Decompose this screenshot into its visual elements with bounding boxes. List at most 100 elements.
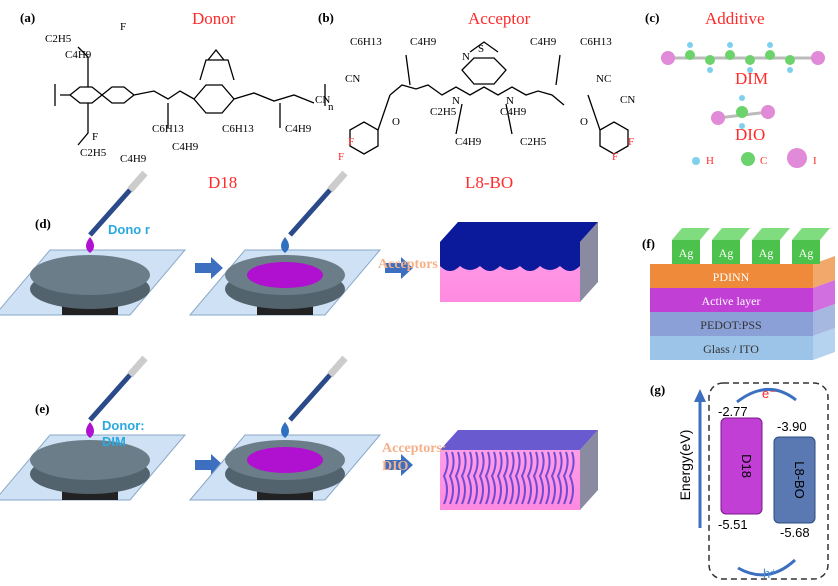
block-top: [440, 430, 598, 450]
group-label: CN: [345, 73, 360, 85]
group-label: C2H5: [430, 106, 457, 118]
pipette-icon: [288, 373, 332, 422]
donor-drop-label: Dono r: [108, 222, 150, 237]
block-side: [580, 222, 598, 302]
ag-electrode: [792, 240, 820, 264]
block-side: [580, 430, 598, 510]
panel-c-tag: (c): [645, 10, 659, 25]
ag-label: Ag: [799, 246, 814, 260]
process-arrow-icon: [195, 257, 223, 279]
l8bo-homo: -5.68: [780, 525, 810, 540]
interpenetrating-network: [508, 451, 515, 505]
pipette-handle: [327, 170, 348, 193]
ag-electrode-top: [712, 228, 750, 240]
group-label: O: [392, 116, 400, 128]
group-label: F: [92, 131, 98, 143]
panel-c: (c) Additive DIM DIO H C I: [645, 9, 825, 168]
layer-label: PDINN: [713, 270, 750, 284]
ag-label: Ag: [719, 246, 734, 260]
layer-side: [813, 304, 835, 336]
acceptor-title: Acceptor: [468, 9, 531, 28]
energy-axis-arrowhead: [694, 389, 706, 402]
group-label: C2H5: [45, 33, 72, 45]
pipette-icon: [88, 373, 132, 422]
layer-label: Glass / ITO: [703, 342, 759, 356]
ag-electrode-top: [672, 228, 710, 240]
donor-phase: [440, 242, 580, 271]
substrate-setup: [188, 170, 382, 316]
layer-side: [813, 328, 835, 360]
substrate-setup: [0, 355, 187, 501]
hole-label: h⁺: [763, 566, 777, 581]
group-label: O: [580, 116, 588, 128]
group-label: F: [612, 151, 618, 163]
interpenetrating-network: [442, 451, 449, 505]
interpenetrating-network: [484, 451, 491, 505]
ag-electrode-top: [752, 228, 790, 240]
group-label: NC: [596, 73, 611, 85]
d18-bar-label: D18: [739, 454, 754, 478]
panel-g: (g) Energy(eV) e⁻ h⁺ D18 -2.77 -5.51 L8-…: [650, 382, 829, 581]
interpenetrating-network: [454, 451, 461, 505]
pipette-handle: [327, 355, 348, 378]
group-label: F: [338, 151, 344, 163]
group-label: C6H13: [350, 36, 382, 48]
atom-legend: H C I: [692, 148, 817, 168]
group-label: N: [506, 95, 514, 107]
iodine-swatch: [787, 148, 807, 168]
block-top: [440, 222, 598, 242]
l8bo-structure: [349, 41, 629, 155]
interpenetrating-network: [520, 451, 527, 505]
group-label: S: [478, 43, 484, 55]
pipette-icon: [288, 188, 332, 237]
hydrogen-swatch: [692, 157, 700, 165]
layer-side: [813, 280, 835, 312]
donor-film: [247, 447, 323, 473]
l8bo-substituents: C6H13 C4H9 C4H9 C6H13 CN CN NC CN O O F …: [315, 36, 635, 163]
group-label: C4H9: [285, 123, 312, 135]
panel-g-tag: (g): [650, 382, 665, 397]
group-label: C2H5: [80, 147, 107, 159]
pipette-handle: [127, 355, 148, 378]
ag-electrode: [752, 240, 780, 264]
group-label: CN: [315, 94, 330, 106]
group-label: C4H9: [120, 153, 147, 165]
interpenetrating-network: [448, 451, 455, 505]
interpenetrating-network: [526, 451, 533, 505]
panel-b-tag: (b): [318, 10, 334, 25]
acceptor-name: L8-BO: [465, 173, 513, 192]
pipette-handle: [127, 170, 148, 193]
interpenetrating-network: [532, 451, 539, 505]
electron-label: e⁻: [762, 386, 776, 401]
group-label: F: [348, 136, 354, 148]
legend-i: I: [813, 155, 817, 167]
d18-substituents: C2H5 C4H9 F C6H13 C4H9 C6H13 C4H9 F C2H5…: [45, 21, 334, 165]
group-label: C6H13: [152, 123, 184, 135]
energy-axis-label: Energy(eV): [677, 430, 693, 501]
layer-label: Active layer: [702, 294, 761, 308]
panel-f-tag: (f): [642, 236, 655, 251]
dio-molecule: [711, 95, 775, 129]
ag-label: Ag: [759, 246, 774, 260]
donor-dim-label-2: DIM: [102, 434, 126, 449]
hole-transfer-arrow: [737, 558, 797, 577]
panel-d-tag: (d): [35, 216, 51, 231]
droplet: [281, 237, 289, 253]
donor-film: [247, 262, 323, 288]
substrate-setup: [0, 170, 187, 316]
process-arrow-icon: [385, 257, 413, 279]
group-label: C4H9: [65, 49, 92, 61]
interpenetrating-network: [544, 451, 551, 505]
group-label: C4H9: [410, 36, 437, 48]
energy-box: [708, 382, 829, 580]
donor-name: D18: [208, 173, 237, 192]
legend-h: H: [706, 155, 714, 167]
panel-a: (a) Donor C2H5 C4H9 F C6H13 C4H9 C6H13 C…: [20, 9, 334, 192]
panel-e-tag: (e): [35, 401, 49, 416]
droplet: [281, 422, 289, 438]
interpenetrating-network: [502, 451, 509, 505]
group-label: N: [452, 95, 460, 107]
group-label: C6H13: [580, 36, 612, 48]
